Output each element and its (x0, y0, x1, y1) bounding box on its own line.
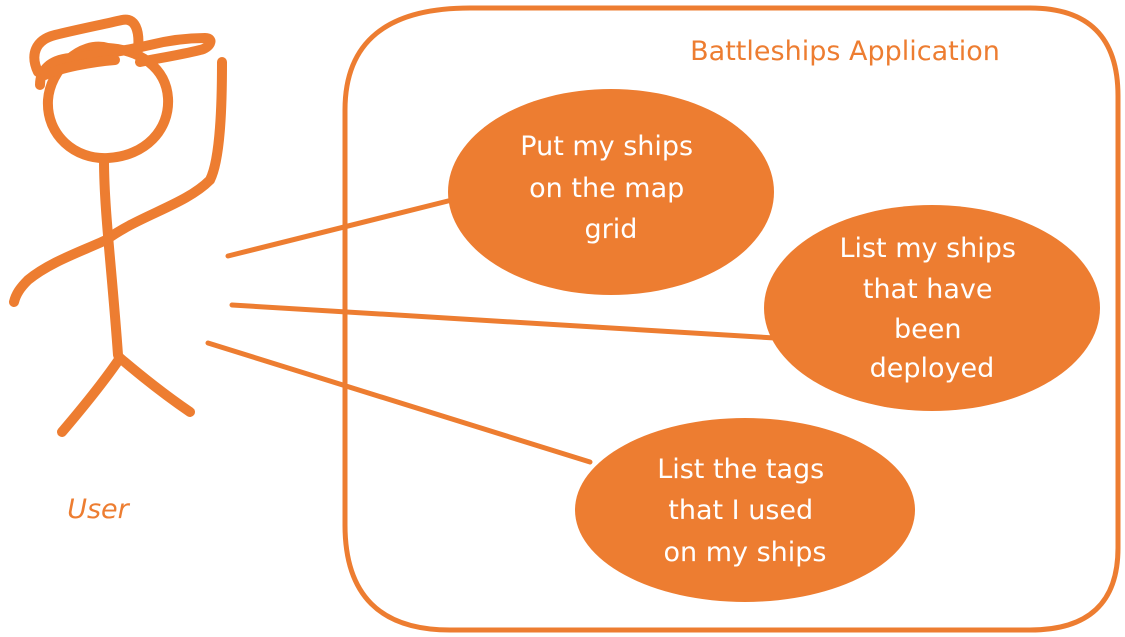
use-case-list-deployed: List my ships that have been deployed (764, 205, 1100, 411)
actor-hat-crown (29, 14, 144, 77)
use-case-2-line-2: that have (863, 274, 993, 305)
use-case-list-tags: List the tags that I used on my ships (575, 418, 915, 602)
use-case-2-line-1: List my ships (839, 233, 1016, 264)
use-case-2-line-4: deployed (870, 353, 995, 384)
use-case-3-line-3: on my ships (664, 537, 827, 568)
associations (205, 197, 778, 465)
actor-left-leg (57, 353, 125, 437)
actor-right-leg (115, 353, 195, 417)
actor-body (99, 155, 123, 360)
actor-hat (35, 33, 216, 90)
svg-text:List my ships that have: List my ships that have been deployed (839, 233, 1024, 384)
system-boundary: Battleships Application (342, 5, 1121, 633)
actor-hat-brim (40, 55, 120, 80)
association-line-1 (225, 197, 455, 259)
actor-label: User (67, 494, 130, 525)
actor-left-arm (9, 235, 111, 307)
svg-text:Put my ships on the map: Put my ships on the map grid (520, 131, 701, 245)
actor-right-arm (101, 57, 227, 245)
association-line-2 (229, 302, 778, 341)
use-case-1-line-1: Put my ships (520, 131, 693, 162)
use-case-3-line-2: that I used (668, 495, 813, 526)
use-case-2-line-3: been (894, 314, 961, 345)
use-case-put-ships: Put my ships on the map grid (448, 89, 774, 295)
use-case-1-line-2: on the map (529, 173, 684, 204)
use-case-1-line-3: grid (585, 214, 638, 245)
svg-text:List the tags that I use: List the tags that I used on my ships (657, 454, 833, 568)
system-title: Battleships Application (690, 36, 1000, 67)
actor-stick-figure (9, 14, 227, 437)
use-case-3-line-1: List the tags (657, 454, 824, 485)
association-line-3 (205, 340, 593, 465)
